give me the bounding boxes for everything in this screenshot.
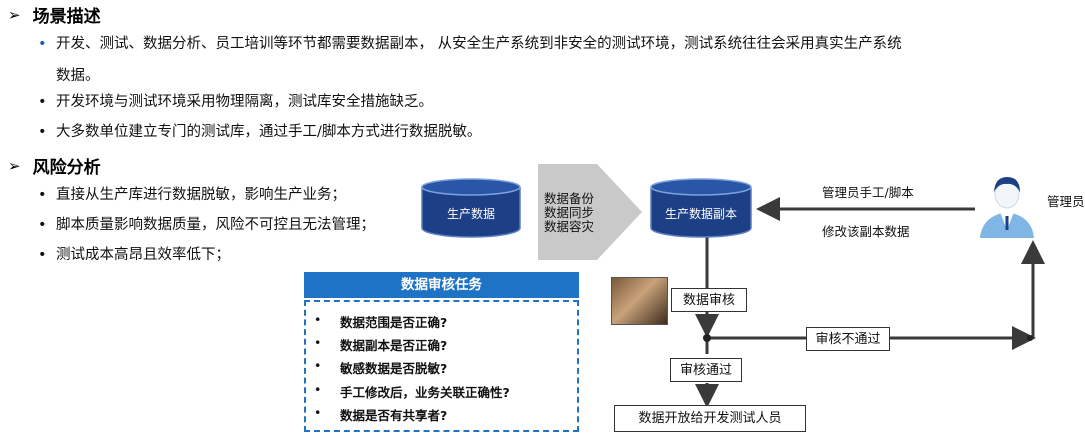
bullet-icon: • [314, 405, 322, 420]
scene-bullet: • 开发、测试、数据分析、员工培训等环节都需要数据副本， 从安全生产系统到非安全… [38, 29, 902, 59]
audit-task-item: •数据副本是否正确? [314, 335, 448, 353]
bullet-icon: • [38, 187, 47, 203]
risk-heading: ➢ 风险分析 [8, 153, 101, 179]
audit-task-item: •手工修改后，业务关联正确性? [314, 382, 510, 400]
database-icon [650, 178, 752, 238]
scene-heading-text: 场景描述 [32, 7, 101, 27]
release-box: 数据开放给开发测试人员 [614, 405, 806, 432]
scene-bullet: • 开发环境与测试环境采用物理隔离，测试库安全措施缺乏。 [38, 87, 433, 117]
audit-pass-box: 审核通过 [670, 358, 742, 382]
arrow-right-icon: ➢ [8, 5, 21, 24]
scene-heading: ➢ 场景描述 [8, 2, 101, 28]
bullet-icon: • [314, 358, 322, 373]
admin-person-icon [980, 177, 1034, 238]
bullet-icon: • [38, 217, 47, 233]
database-icon [421, 178, 521, 238]
scene-bullet-continuation: 数据。 [56, 68, 100, 84]
copy-database: 生产数据副本 [650, 178, 752, 238]
bullet-icon: • [38, 124, 47, 140]
audit-tasks-title: 数据审核任务 [304, 272, 579, 298]
bullet-icon: • [38, 94, 47, 110]
transfer-labels: 数据备份 数据同步 数据容灾 [544, 191, 595, 234]
admin-label: 管理员 [1047, 194, 1085, 209]
risk-heading-text: 风险分析 [32, 158, 101, 178]
risk-bullet: • 脚本质量影响数据质量，风险不可控且无法管理； [38, 210, 375, 240]
production-database-label: 生产数据 [446, 207, 495, 221]
admin-action-label: 管理员手工/脚本 [822, 185, 914, 200]
transfer-arrow-shape [538, 164, 642, 260]
audit-task-item: •数据是否有共享者? [314, 405, 448, 423]
audit-box: 数据审核 [671, 288, 747, 312]
bullet-icon: • [38, 247, 47, 263]
bullet-icon: • [314, 335, 322, 350]
copy-database-label: 生产数据副本 [664, 207, 737, 221]
audit-task-item: •敏感数据是否脱敏? [314, 358, 448, 376]
admin-action-label: 修改该副本数据 [822, 224, 910, 239]
scene-bullet: • 大多数单位建立专门的测试库，通过手工/脚本方式进行数据脱敏。 [38, 117, 481, 147]
junction-dot [703, 334, 711, 342]
reviewer-photo [611, 277, 668, 325]
bullet-icon: • [314, 382, 322, 397]
risk-bullet: • 直接从生产库进行数据脱敏，影响生产业务； [38, 180, 346, 210]
production-database: 生产数据 [421, 178, 521, 238]
audit-task-item: •数据范围是否正确? [314, 312, 448, 330]
bullet-icon: • [314, 312, 322, 327]
audit-tasks-panel [304, 300, 579, 432]
risk-bullet: • 测试成本高昂且效率低下； [38, 240, 230, 270]
arrow-right-icon: ➢ [8, 156, 21, 175]
junction-dot [1027, 335, 1033, 341]
audit-fail-box: 审核不通过 [806, 327, 890, 351]
bullet-icon: • [38, 36, 47, 52]
